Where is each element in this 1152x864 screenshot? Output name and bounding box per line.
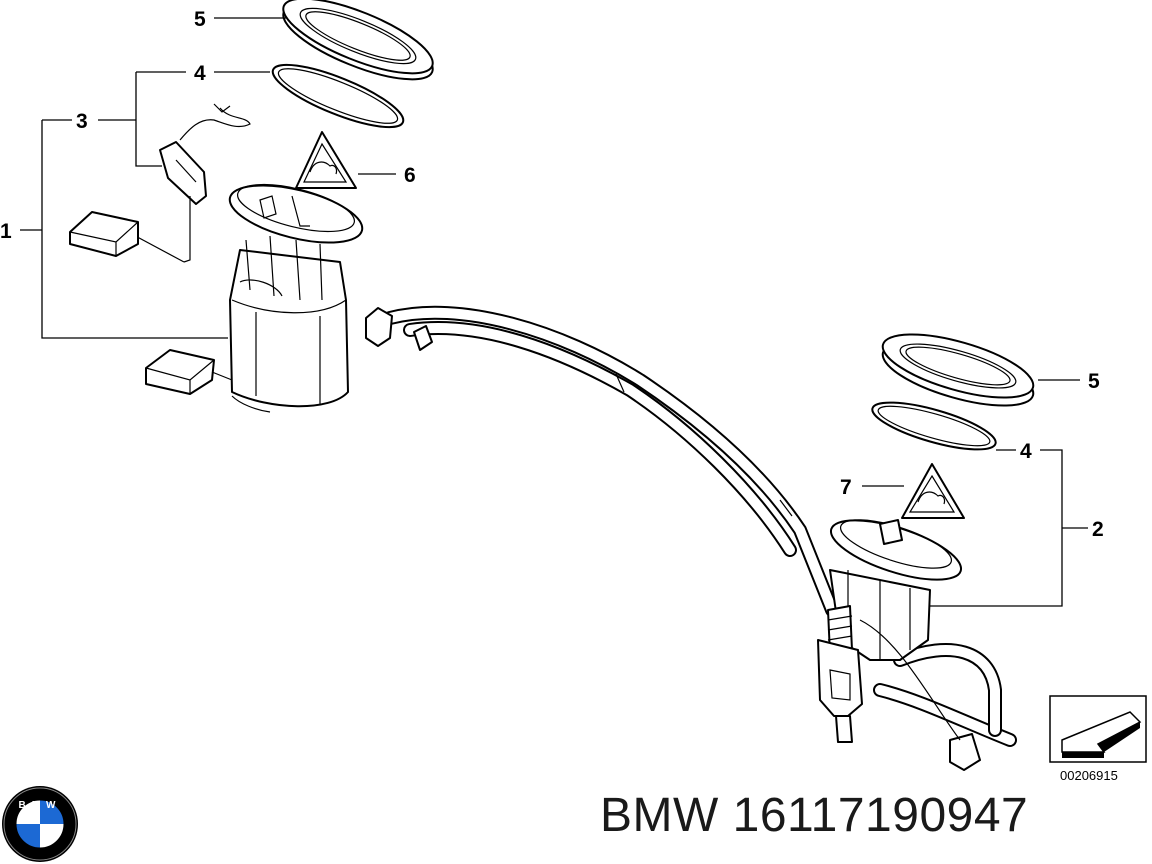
callout-7: 7 [840, 476, 852, 499]
locking-ring-right [881, 333, 1035, 407]
callout-4-right: 4 [1020, 440, 1032, 463]
fuel-level-sensor [69, 103, 251, 263]
fuel-pump-module-left [145, 183, 364, 413]
leader-lines [20, 17, 1088, 607]
bmw-logo: BMW [2, 786, 78, 862]
callout-6: 6 [404, 164, 416, 187]
bmw-logo-letters: BMW [19, 800, 62, 811]
callout-1: 1 [0, 220, 12, 243]
fuel-pump-module-right [817, 519, 981, 771]
part-number-label: BMW 16117190947 [600, 789, 1029, 842]
warning-label-left [295, 131, 357, 189]
callout-5-right: 5 [1088, 370, 1100, 393]
callout-labels: 5 4 3 1 6 5 4 2 7 [0, 8, 1104, 541]
callout-2: 2 [1092, 518, 1104, 541]
seal-ring-left [271, 63, 405, 129]
seal-ring-right [871, 401, 997, 451]
locking-ring-left [282, 0, 434, 81]
callout-4-left: 4 [194, 62, 206, 85]
reference-code: 00206915 [1060, 768, 1118, 783]
callout-5-left: 5 [194, 8, 206, 31]
warning-label-right [901, 463, 965, 519]
direction-box: 00206915 [1049, 695, 1147, 783]
callout-3: 3 [76, 110, 88, 133]
fuel-lines [365, 305, 1017, 747]
